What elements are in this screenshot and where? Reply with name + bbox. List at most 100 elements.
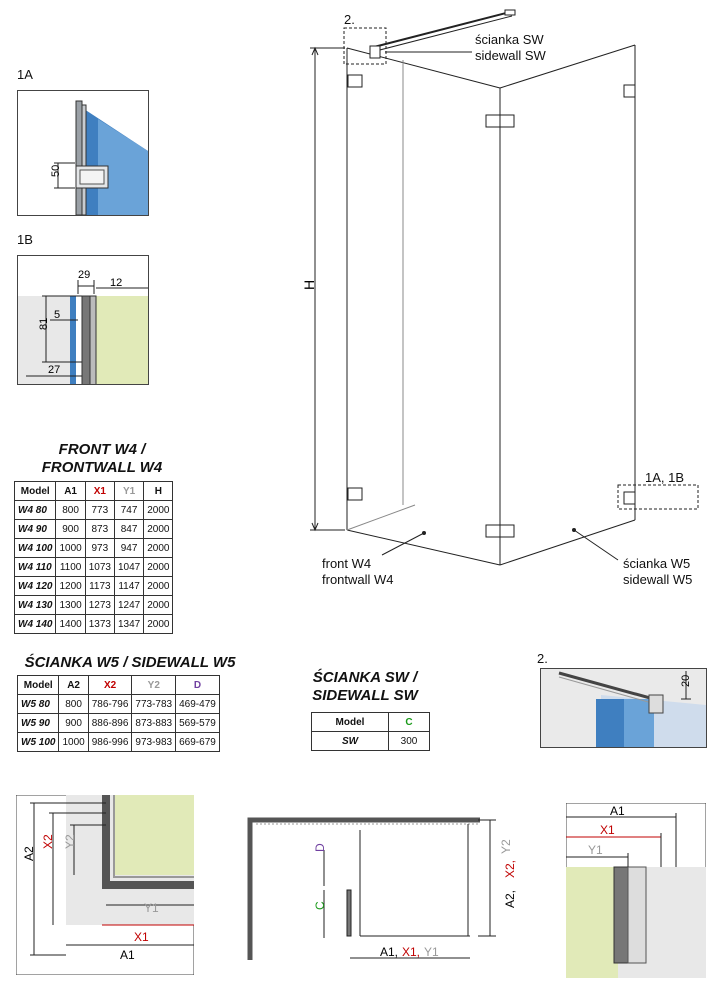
cell: 2000: [143, 519, 174, 539]
plan-right-x1: X1: [600, 823, 615, 837]
col-header: Model: [16, 675, 60, 695]
dim-1b-27: 27: [48, 364, 60, 376]
front-pl-label: front W4: [322, 556, 372, 571]
cell: 1147: [113, 576, 145, 596]
col-header: Y2: [131, 675, 177, 695]
plan-mid-a2: A2,: [503, 890, 517, 908]
cell: W4 110: [13, 557, 57, 577]
cell: W5 90: [16, 713, 60, 733]
col-header: Y1: [113, 481, 145, 501]
sidewall-sw-en-label: sidewall SW: [475, 48, 546, 63]
cell: 973-983: [131, 732, 177, 752]
col-header: A2: [58, 675, 89, 695]
cell: W4 80: [13, 500, 57, 520]
plan-mid-y1: Y1: [424, 945, 439, 959]
plan-right-a1: A1: [610, 804, 625, 818]
detail-1a-drawing: 50: [50, 100, 148, 215]
cell: 669-679: [175, 732, 220, 752]
sidewall-w5-callout: ścianka W5 sidewall W5: [623, 556, 692, 588]
cell: 2000: [143, 500, 174, 520]
sidewall-w5-en-label: sidewall W5: [623, 572, 693, 587]
dim-1b-81: 81: [38, 318, 50, 330]
sidewall-w5-pl-label: ścianka W5: [623, 556, 691, 571]
detail-2-top-label: 2.: [344, 12, 355, 27]
cell: 847: [113, 519, 145, 539]
cell: 2000: [143, 557, 174, 577]
plan-mid-c: C: [313, 901, 327, 910]
table-header-row: Model A1 X1 Y1 H: [13, 481, 174, 501]
plan-left-x2: X2: [41, 834, 55, 849]
cell: 1200: [55, 576, 86, 596]
cell: SW: [311, 731, 389, 751]
plan-left-drawing: A2 X2 Y2 Y1 X1 A1: [16, 795, 194, 975]
detail-1a-label: 1A: [17, 67, 33, 82]
front-table-title: FRONT W4 / FRONTWALL W4: [14, 441, 190, 477]
cell: 886-896: [87, 713, 133, 733]
cell: 800: [55, 500, 86, 520]
detail-1b-box: 29 12 5 81 27: [17, 255, 149, 385]
cell: 947: [113, 538, 145, 558]
cell: 300: [388, 731, 430, 751]
detail-2-label: 2.: [537, 651, 548, 666]
dim-2-20: 20: [680, 675, 692, 687]
cell: 569-579: [175, 713, 220, 733]
front-callout: front W4 frontwall W4: [322, 556, 394, 588]
cell: 1300: [55, 595, 86, 615]
detail-2-box: 20: [540, 668, 707, 748]
cell: 1073: [84, 557, 115, 577]
plan-mid-drawing: D C A2, X2, Y2 A1, X1, Y1: [247, 817, 517, 960]
cell: 800: [58, 694, 89, 714]
cell: 773-783: [131, 694, 177, 714]
sw-table-title-line2: SIDEWALL SW: [312, 687, 418, 704]
cell: W4 130: [13, 595, 57, 615]
cell: W4 120: [13, 576, 57, 596]
col-header: X1: [84, 481, 115, 501]
table-header-row: Model A2 X2 Y2 D: [16, 675, 220, 695]
cell: 973: [84, 538, 115, 558]
plan-right-drawing: A1 X1 Y1: [566, 803, 706, 978]
plan-mid-a1: A1,: [380, 945, 398, 959]
plan-right-y1: Y1: [588, 843, 603, 857]
col-header: H: [143, 481, 174, 501]
cell: 1000: [58, 732, 89, 752]
cell: 1100: [55, 557, 86, 577]
cell: 469-479: [175, 694, 220, 714]
col-header: A1: [55, 481, 86, 501]
detail-1a-box: 50: [17, 90, 149, 216]
cell: 2000: [143, 576, 174, 596]
cell: 873-883: [131, 713, 177, 733]
cell: W4 100: [13, 538, 57, 558]
front-table-title-line2: FRONTWALL W4: [41, 459, 163, 476]
dim-1b-5: 5: [54, 309, 60, 321]
plan-left-a2: A2: [22, 846, 36, 861]
main-enclosure-drawing: H: [301, 9, 699, 566]
cell: 1047: [113, 557, 145, 577]
col-header: D: [175, 675, 220, 695]
front-table-title-line1: FRONT W4 /: [58, 441, 146, 458]
dim-1a-50: 50: [50, 165, 62, 177]
detail-1b-drawing: 29 12 5 81 27: [18, 269, 148, 384]
sw-table-title-line1: ŚCIANKA SW /: [312, 669, 418, 686]
sidewall-sw-callout: ścianka SW sidewall SW: [475, 32, 546, 64]
cell: 1247: [113, 595, 145, 615]
cell: 747: [113, 500, 145, 520]
cell: 786-796: [87, 694, 133, 714]
w5-table-title: ŚCIANKA W5 / SIDEWALL W5: [24, 654, 236, 671]
front-en-label: frontwall W4: [322, 572, 394, 587]
plan-left-y1: Y1: [144, 901, 159, 915]
detail-1a1b-label: 1A, 1B: [645, 470, 685, 485]
cell: 2000: [143, 595, 174, 615]
col-header: Model: [311, 712, 389, 732]
col-header: Model: [13, 481, 57, 501]
cell: 900: [58, 713, 89, 733]
